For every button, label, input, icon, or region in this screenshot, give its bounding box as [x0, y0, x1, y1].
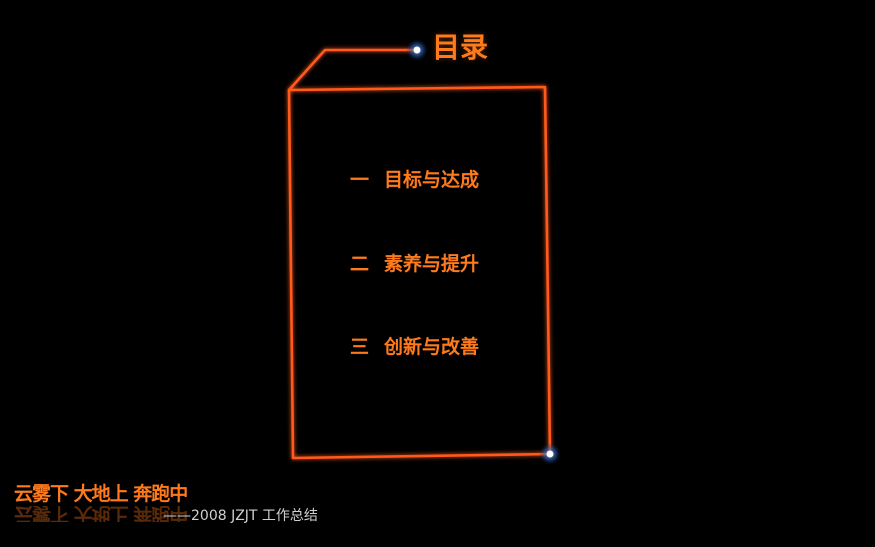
subtitle-text: ——2008 JZJT 工作总结	[163, 508, 318, 524]
toc-item-label: 目标与达成	[384, 169, 480, 191]
toc-item-label: 创新与改善	[384, 336, 480, 358]
toc-item-number: 二	[350, 253, 370, 275]
slogan-reflection: 云雾下 大地上 奔跑中	[14, 506, 188, 522]
toc-item-label: 素养与提升	[384, 253, 480, 275]
toc-item-3[interactable]: 三创新与改善	[350, 334, 479, 360]
toc-item-number: 一	[350, 169, 370, 191]
frame-border	[287, 48, 552, 460]
connector-dot-bottom	[539, 443, 561, 465]
slide-title: 目录	[432, 31, 489, 64]
connector-dot-top	[406, 39, 428, 61]
slogan-block: 云雾下 大地上 奔跑中 云雾下 大地上 奔跑中	[14, 480, 188, 522]
toc-item-number: 三	[350, 336, 370, 358]
toc-item-2[interactable]: 二素养与提升	[350, 251, 479, 277]
toc-item-1[interactable]: 一目标与达成	[350, 167, 479, 193]
slogan-text: 云雾下 大地上 奔跑中	[14, 483, 188, 505]
